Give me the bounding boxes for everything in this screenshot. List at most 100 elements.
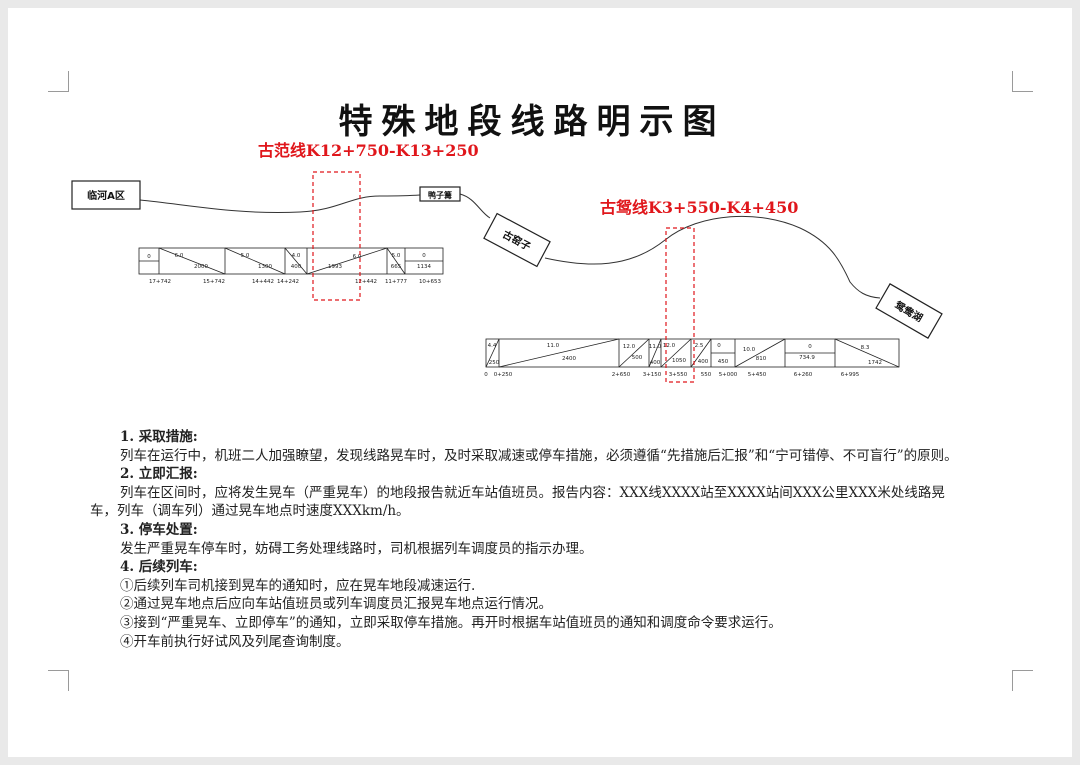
gradient-profile-2: 4.4 250 11.0 2400 12.0 500 11.0 400 12.0 1050 2.5 4… (484, 338, 900, 378)
grade-value: 4.4 (488, 343, 497, 349)
length-value: 1050 (672, 358, 686, 364)
chainage-label: 3+550 (669, 372, 688, 378)
chainage-label: 2+650 (612, 372, 631, 378)
profile-cell: 4.0 400 (284, 247, 308, 275)
chainage-label: 0+250 (494, 372, 513, 378)
instructions-block: 1. 采取措施: 列车在运行中，机班二人加强瞭望，发现线路晃车时，及时采取减速或停… (90, 428, 960, 651)
route-line-2 (459, 193, 491, 219)
instruction-paragraph: 列车在区间时，应将发生晃车（严重晃车）的地段报告就近车站值班员。报告内容：XXX… (90, 484, 945, 520)
grade-value: 8.3 (861, 345, 870, 351)
length-value: 1134 (417, 264, 431, 270)
length-value: 1742 (868, 360, 882, 366)
profile-cell: 0 (139, 254, 159, 262)
grade-value: 10.0 (743, 347, 756, 353)
chainage-label: 5+000 (719, 372, 738, 378)
profile-cell: 12.0 1050 (660, 338, 692, 368)
grade-value: 0 (422, 253, 426, 259)
profile-cell: 0 450 (710, 339, 735, 367)
profile-cell: 4.4 250 (485, 338, 500, 368)
profile-cell: 11.0 2400 (498, 338, 620, 368)
profile-cell: 5.0 665 (386, 247, 406, 275)
instruction-paragraph: ④开车前执行好试风及列尾查询制度。 (120, 633, 350, 650)
length-value: 2000 (194, 264, 208, 270)
grade-value: 12.0 (663, 343, 676, 349)
page-title: 特殊地段线路明示图 (338, 102, 726, 142)
instruction-heading: 3. 停车处置: (120, 521, 198, 538)
profile-cell: 6.0 2000 (158, 247, 226, 275)
profile-cell: 0 734.9 (784, 339, 835, 367)
crop-mark-bottom-left (48, 670, 69, 691)
route-line-1 (139, 194, 421, 214)
grade-value: 5.0 (392, 253, 401, 259)
section-label-guyuan: 古鸳线K3+550-K4+450 (600, 198, 799, 217)
grade-value: 5.0 (241, 253, 250, 259)
length-value: 250 (489, 360, 500, 366)
chainage-label: 5+450 (748, 372, 767, 378)
length-value: 400 (291, 264, 302, 270)
station-label: 临河A区 (87, 189, 125, 202)
chainage-label: 3+150 (643, 372, 662, 378)
length-value: 400 (650, 360, 661, 366)
length-value: 665 (391, 264, 402, 270)
profile-cell: 11.0 400 (648, 338, 662, 368)
grade-value: 12.0 (623, 344, 636, 350)
instruction-paragraph: ③接到“严重晃车、立即停车”的通知，立即采取停车措施。再开时根据车站值班员的通知… (120, 614, 782, 631)
gradient-profile-1: 0 6.0 2000 5.0 1300 4.0 400 6.0 1993 5.0 665 0 1134 1… (138, 247, 444, 285)
chainage-label: 12+442 (355, 279, 377, 285)
profile-cell: 12.0 500 (618, 338, 650, 368)
chainage-label: 6+995 (841, 372, 860, 378)
station-yazigou: 鸭子篝 (419, 186, 461, 202)
profile-cell: 8.3 1742 (834, 338, 900, 368)
crop-mark-bottom-right (1012, 670, 1033, 691)
chainage-label: 17+742 (149, 279, 171, 285)
grade-value: 11.0 (547, 343, 560, 349)
instruction-paragraph: 列车在运行中，机班二人加强瞭望，发现线路晃车时，及时采取减速或停车措施，必须遵循… (120, 447, 958, 464)
chainage-label: 6+260 (794, 372, 813, 378)
length-value: 450 (718, 359, 729, 365)
chainage-label: 11+777 (385, 279, 408, 285)
station-label: 鸭子篝 (428, 190, 452, 200)
length-value: 1993 (328, 264, 342, 270)
route-line-3 (544, 215, 881, 299)
station-linhe: 临河A区 (71, 180, 141, 210)
chainage-label: 14+242 (277, 279, 299, 285)
length-value: 810 (756, 356, 767, 362)
station-guyaozi: 古窑子 (483, 212, 551, 268)
grade-value: 0 (147, 254, 151, 260)
highlight-box-guyuan (665, 227, 695, 383)
profile-cell: 6.0 1993 (306, 247, 388, 275)
length-value: 1300 (258, 264, 272, 270)
instruction-heading: 4. 后续列车: (120, 559, 198, 576)
instruction-paragraph: ②通过晃车地点后应向车站值班员或列车调度员汇报晃车地点运行情况。 (120, 596, 552, 613)
length-value: 2400 (562, 356, 576, 362)
length-value: 500 (632, 355, 643, 361)
grade-value: 11.0 (649, 344, 662, 350)
chainage-label: 15+742 (203, 279, 225, 285)
chainage-label: 10+653 (419, 279, 442, 285)
crop-mark-top-left (48, 71, 69, 92)
section-label-gufan: 古范线K12+750-K13+250 (258, 141, 479, 160)
length-value: 400 (698, 359, 709, 365)
profile-cell: 5.0 1300 (224, 247, 286, 275)
grade-value: 6.0 (353, 254, 362, 260)
chainage-label: 14+442 (252, 279, 274, 285)
grade-value: 4.0 (292, 253, 301, 259)
grade-value: 0 (808, 344, 812, 350)
grade-value: 6.0 (175, 253, 184, 259)
grade-value: 2.5 (695, 343, 704, 349)
instruction-paragraph: ①后续列车司机接到晃车的通知时，应在晃车地段减速运行. (120, 577, 476, 594)
route-diagram: 临河A区 鸭子篝 古窑子 鸳鸯湖 0 6.0 2000 5.0 1300 4.0 400 6.… (71, 171, 943, 383)
instruction-heading: 1. 采取措施: (120, 429, 198, 445)
profile-cell: 0 1134 (404, 248, 443, 274)
document-page (8, 8, 1072, 757)
instruction-heading: 2. 立即汇报: (120, 466, 198, 483)
station-yuanyanghu: 鸳鸯湖 (875, 283, 943, 339)
chainage-label: 550 (701, 372, 712, 378)
chainage-label: 0 (484, 372, 488, 378)
highlight-box-gufan (312, 171, 361, 301)
instruction-paragraph: 发生严重晃车停车时，妨碍工务处理线路时，司机根据列车调度员的指示办理。 (120, 540, 593, 557)
crop-mark-top-right (1012, 71, 1033, 92)
length-value: 734.9 (799, 355, 815, 361)
grade-value: 0 (717, 343, 721, 349)
